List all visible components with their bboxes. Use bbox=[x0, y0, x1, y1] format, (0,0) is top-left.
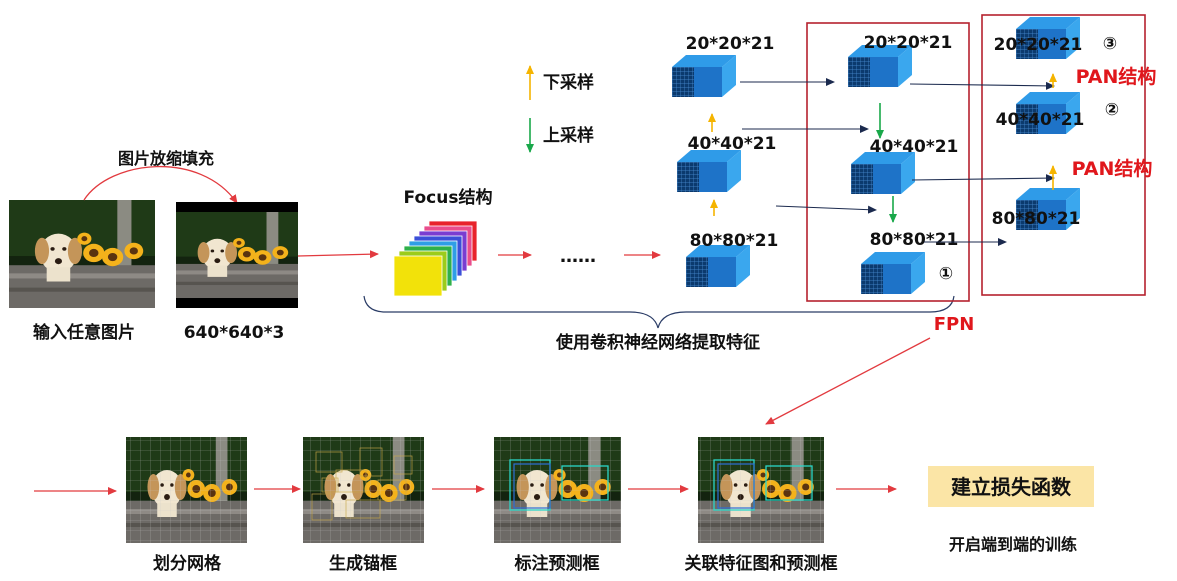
fpn-to-pan-20-arrow bbox=[909, 81, 1055, 90]
pan-label-1: PAN结构 bbox=[1076, 65, 1157, 88]
loss-box bbox=[928, 466, 1094, 507]
fpn-group-box bbox=[806, 22, 970, 302]
fpn-cube-80 bbox=[861, 252, 925, 294]
input-photo bbox=[9, 200, 155, 308]
circle-2-label: ② bbox=[1105, 100, 1119, 120]
focus-layer bbox=[393, 255, 443, 297]
cnn-brace bbox=[363, 295, 955, 329]
downsample-label: 下采样 bbox=[543, 72, 594, 93]
to-focus-arrow bbox=[297, 250, 379, 259]
relation-photo bbox=[698, 437, 824, 543]
input-image-label: 输入任意图片 bbox=[33, 322, 135, 343]
backbone-40-label: 40*40*21 bbox=[688, 134, 777, 154]
step-pred-label: 标注预测框 bbox=[515, 553, 600, 574]
resize-fill-label: 图片放缩填充 bbox=[118, 149, 214, 168]
fpn-label: FPN bbox=[934, 314, 975, 335]
focus-label: Focus结构 bbox=[404, 187, 493, 208]
fpn-cube-40 bbox=[851, 152, 915, 194]
size-640-label: 640*640*3 bbox=[184, 323, 285, 343]
cnn-extract-label: 使用卷积神经网络提取特征 bbox=[555, 332, 760, 353]
grid-photo bbox=[126, 437, 247, 543]
pan-label-2: PAN结构 bbox=[1072, 157, 1153, 180]
focus-block bbox=[393, 220, 478, 297]
fpn-40-label: 40*40*21 bbox=[870, 137, 959, 157]
fpn-20-label: 20*20*21 bbox=[864, 33, 953, 53]
backbone-80-label: 80*80*21 bbox=[690, 231, 779, 251]
backbone-cube-80 bbox=[686, 245, 750, 287]
pan-group-box bbox=[981, 14, 1146, 296]
end-to-end-label: 开启端到端的训练 bbox=[949, 535, 1077, 554]
backbone-cube-20 bbox=[672, 55, 736, 97]
pan-20-label: 20*20*21 bbox=[994, 35, 1083, 55]
anchor-photo bbox=[303, 437, 424, 543]
lateral-80-arrow bbox=[775, 205, 877, 214]
pan-80-label: 80*80*21 bbox=[992, 209, 1081, 229]
step-anchor-label: 生成锚框 bbox=[329, 553, 397, 574]
pan-40-label: 40*40*21 bbox=[996, 110, 1085, 130]
circle-3-label: ③ bbox=[1103, 34, 1117, 54]
circle-1-label: ① bbox=[939, 264, 953, 284]
backbone-cube-40 bbox=[677, 150, 741, 192]
fpn-to-pan-40-arrow bbox=[911, 174, 1055, 183]
loss-label: 建立损失函数 bbox=[951, 475, 1072, 499]
resize-arrow bbox=[83, 165, 238, 204]
fpn-80-label: 80*80*21 bbox=[870, 230, 959, 250]
step-grid-label: 划分网格 bbox=[153, 553, 222, 574]
step-relate-label: 关联特征图和预测框 bbox=[685, 553, 838, 574]
backbone-20-label: 20*20*21 bbox=[686, 34, 775, 54]
fpn-to-relation-arrow bbox=[765, 337, 931, 425]
ellipsis-label: …… bbox=[560, 246, 596, 267]
resized-photo bbox=[176, 202, 298, 308]
prediction-photo bbox=[494, 437, 621, 543]
upsample-label: 上采样 bbox=[543, 125, 594, 146]
